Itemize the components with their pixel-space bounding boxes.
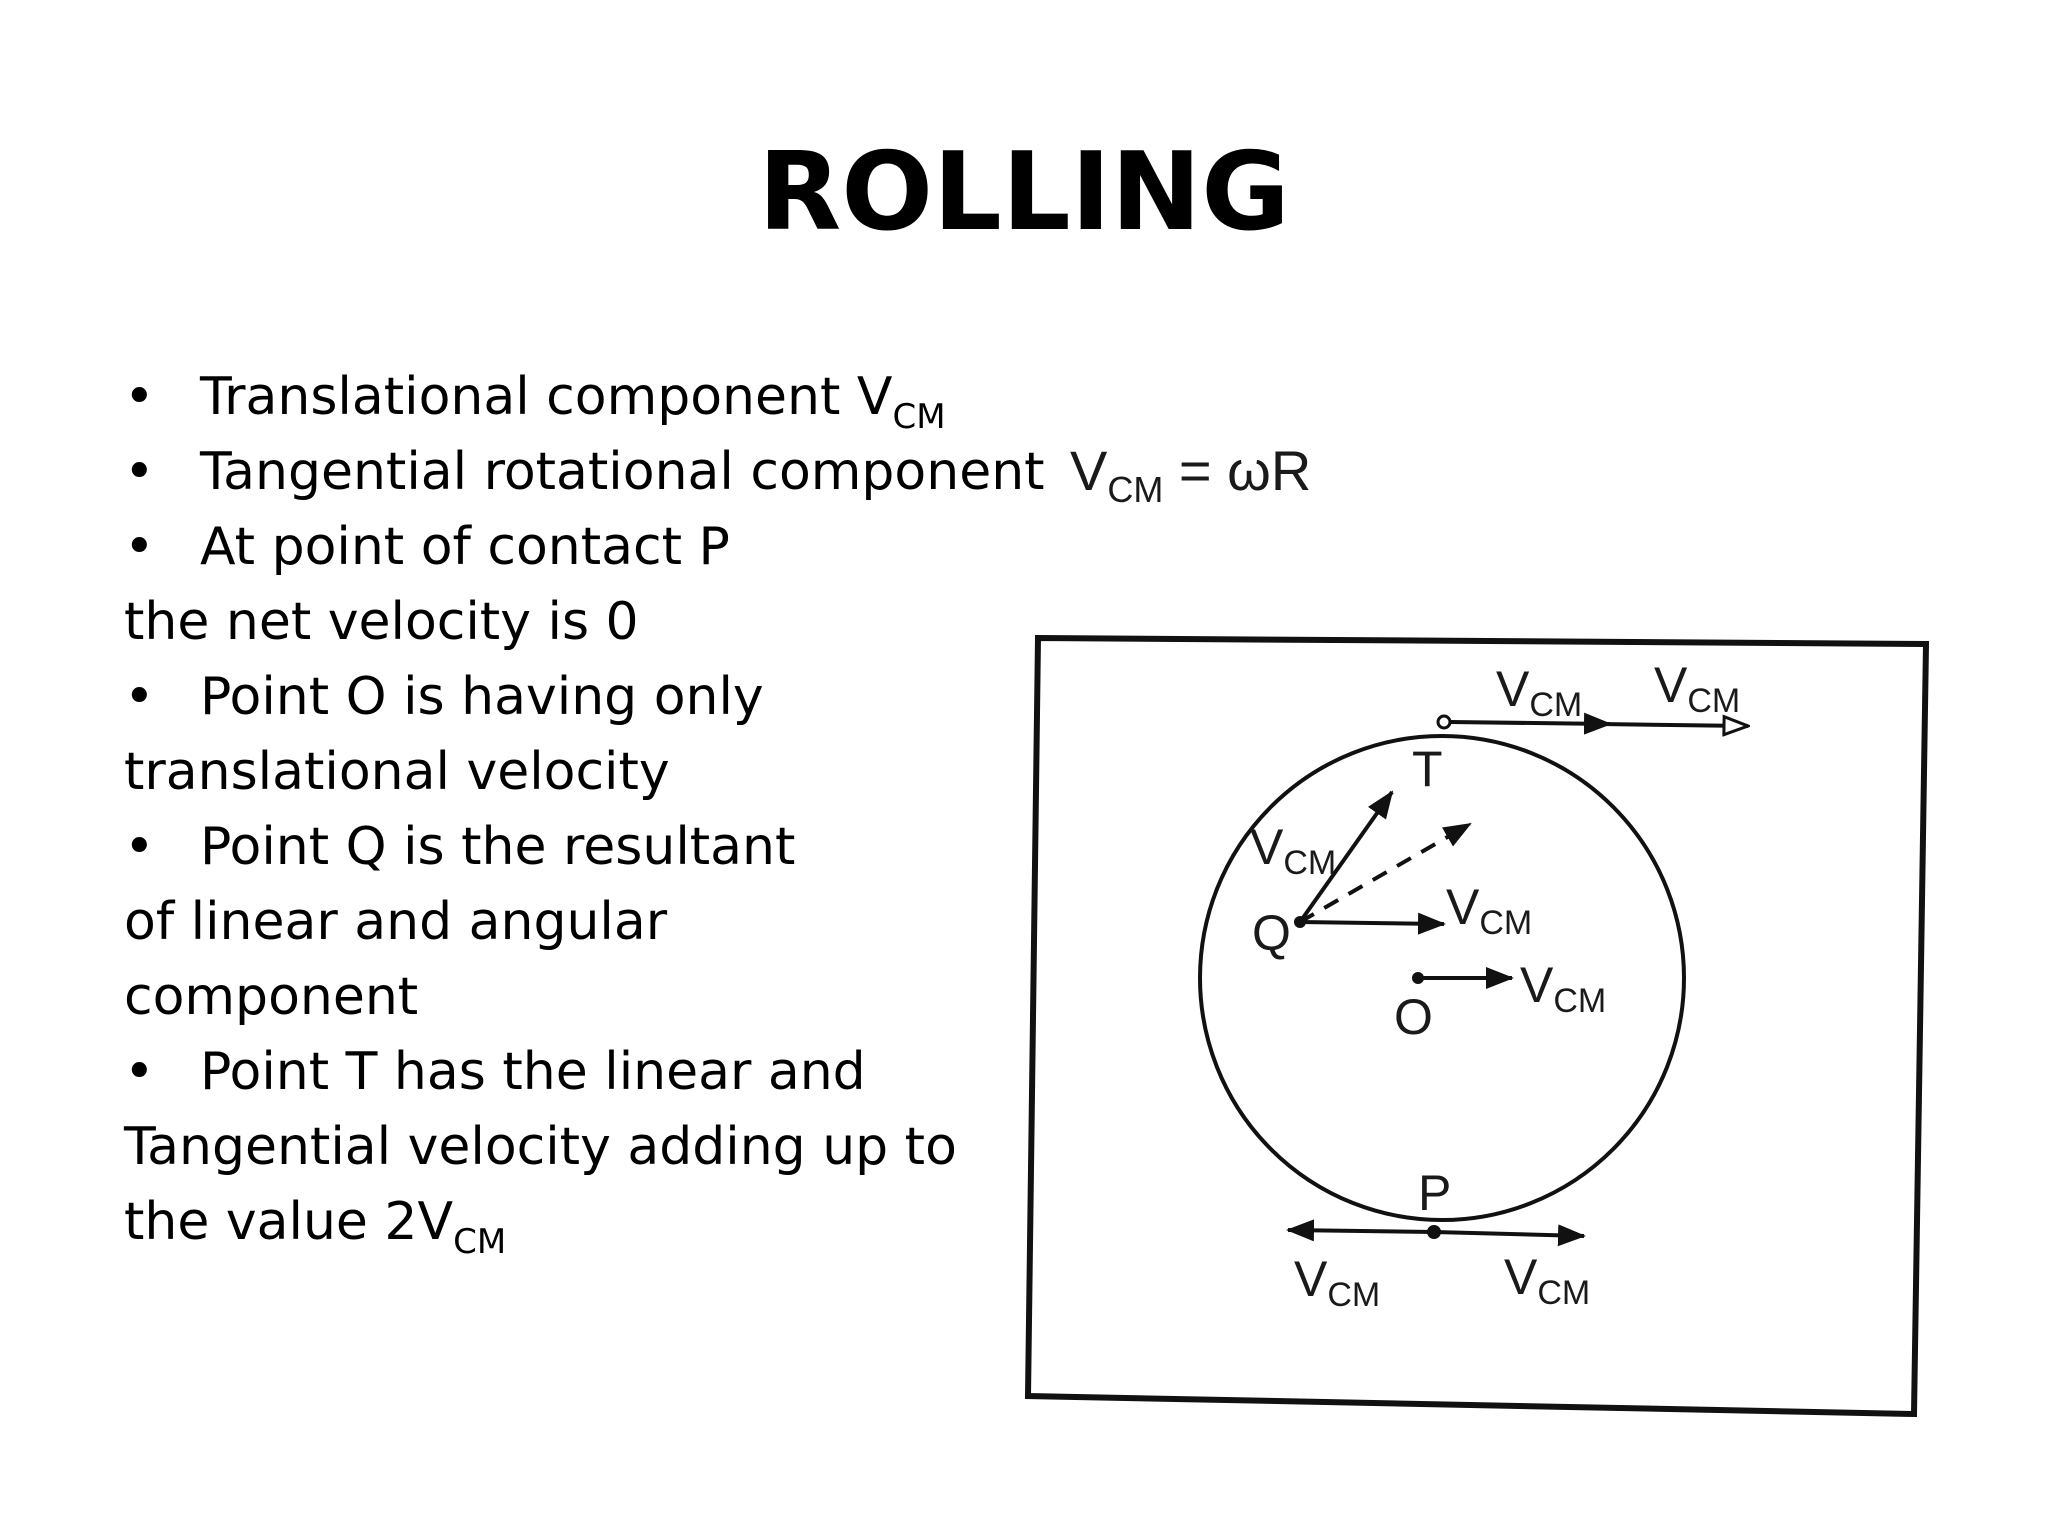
bullet-dot: • [124,367,155,427]
point-o-label: O [1394,989,1433,1045]
arrow-q-resultant [1299,822,1472,924]
bullet-text: Point T has the linear and [200,1042,866,1102]
bullet-continuation: the net velocity is 0 [124,592,639,652]
formula-rest: = ωR [1163,439,1312,502]
bullet-text: the value 2V [124,1192,454,1252]
bullet-dot: • [124,667,155,727]
bullet-continuation: of linear and angular [124,892,668,952]
point-t-label: T [1412,741,1443,797]
bullet-continuation: Tangential velocity adding up to [124,1117,957,1177]
point-q-label: Q [1252,905,1291,961]
bullet-continuation: translational velocity [124,742,670,802]
bullet-text: Point O is having only [200,667,764,727]
formula-subscript: CM [1107,469,1164,510]
arrow-q-linear [1299,912,1446,935]
arrow-p-forward [1433,1224,1586,1247]
bullet-text: Point Q is the resultant [200,817,796,877]
formula-v: V [1070,439,1108,502]
diagram-frame [1024,634,1930,1418]
bullet-item: • Translational component VCM [124,360,1024,437]
subscript: CM [453,1222,507,1262]
wheel-circle [1198,734,1686,1222]
label-vcm: VCM [1520,957,1606,1020]
slide-title: ROLLING [758,130,1290,255]
bullet-dot: • [124,517,155,577]
bullet-dot: • [124,1042,155,1102]
bullet-item: • Tangential rotational component [124,435,1045,510]
arrow-t-tangential [1449,712,1612,735]
label-vcm: VCM [1294,1251,1380,1314]
arrow-p-backward [1286,1219,1435,1242]
arrow-t-total [1599,724,1748,726]
label-vcm: VCM [1654,657,1740,720]
subscript: CM [892,397,946,437]
bullet-dot: • [124,442,155,502]
arrow-q-tangential [1298,790,1394,924]
label-vcm: VCM [1504,1249,1590,1312]
label-vcm: VCM [1446,879,1532,942]
bullet-item: • Point T has the linear and [124,1035,1024,1110]
bullet-continuation: component [124,967,419,1027]
formula-vcm-omega-r: VCM = ωR [1070,436,1311,525]
bullet-item: • At point of contact P [124,510,1024,585]
label-vcm: VCM [1250,819,1336,882]
bullet-dot: • [124,817,155,877]
bullet-text: Translational component V [200,367,893,427]
bullet-item: • Point Q is the resultant [124,810,1024,885]
label-vcm: VCM [1496,661,1582,724]
point-t-dot [1436,714,1452,730]
point-p-label: P [1418,1165,1451,1221]
bullet-continuation: the value 2VCM [124,1185,1024,1262]
bullet-text: At point of contact P [200,517,730,577]
bullet-text: Tangential rotational component [200,442,1045,502]
bullet-list: •Translational component VCM •Tangential… [124,360,1045,1262]
bullet-item: • Point O is having only [124,660,1024,735]
